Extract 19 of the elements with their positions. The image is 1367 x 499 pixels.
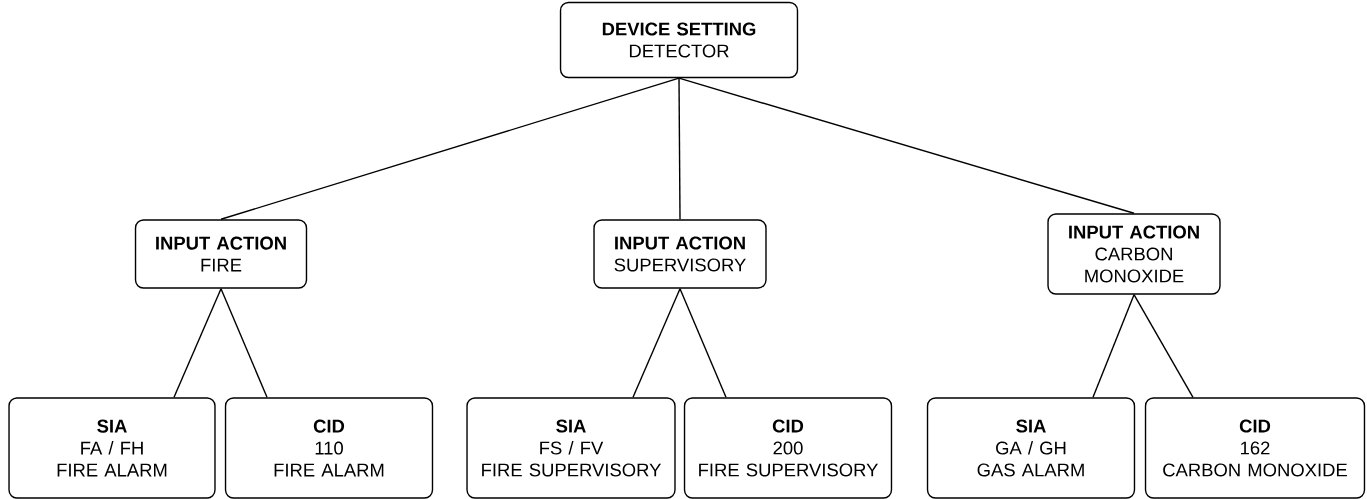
action-box: INPUT ACTION SUPERVISORY: [593, 219, 767, 289]
connector-line: [679, 287, 727, 398]
connector-line: [1133, 293, 1194, 398]
connector-line: [173, 287, 222, 398]
action-box: INPUT ACTION CARBON MONOXIDE: [1047, 213, 1221, 295]
code-box: SIA FS / FV FIRE SUPERVISORY: [466, 397, 676, 499]
connector-line: [220, 77, 680, 220]
action-box: INPUT ACTION FIRE: [134, 219, 308, 289]
connector-line: [678, 77, 681, 220]
code-box: SIA FA / FH FIRE ALARM: [8, 397, 216, 499]
connector-line: [1092, 293, 1135, 398]
setting-box: DEVICE SETTING DETECTOR: [559, 1, 799, 79]
connector-line: [678, 77, 1135, 214]
code-box: CID 200 FIRE SUPERVISORY: [683, 397, 893, 499]
code-box: CID 162 CARBON MONOXIDE: [1144, 397, 1366, 499]
connector-line: [220, 287, 268, 398]
code-box: SIA GA / GH GAS ALARM: [926, 397, 1136, 499]
code-box: CID 110 FIRE ALARM: [224, 397, 434, 499]
connector-line: [632, 287, 681, 398]
